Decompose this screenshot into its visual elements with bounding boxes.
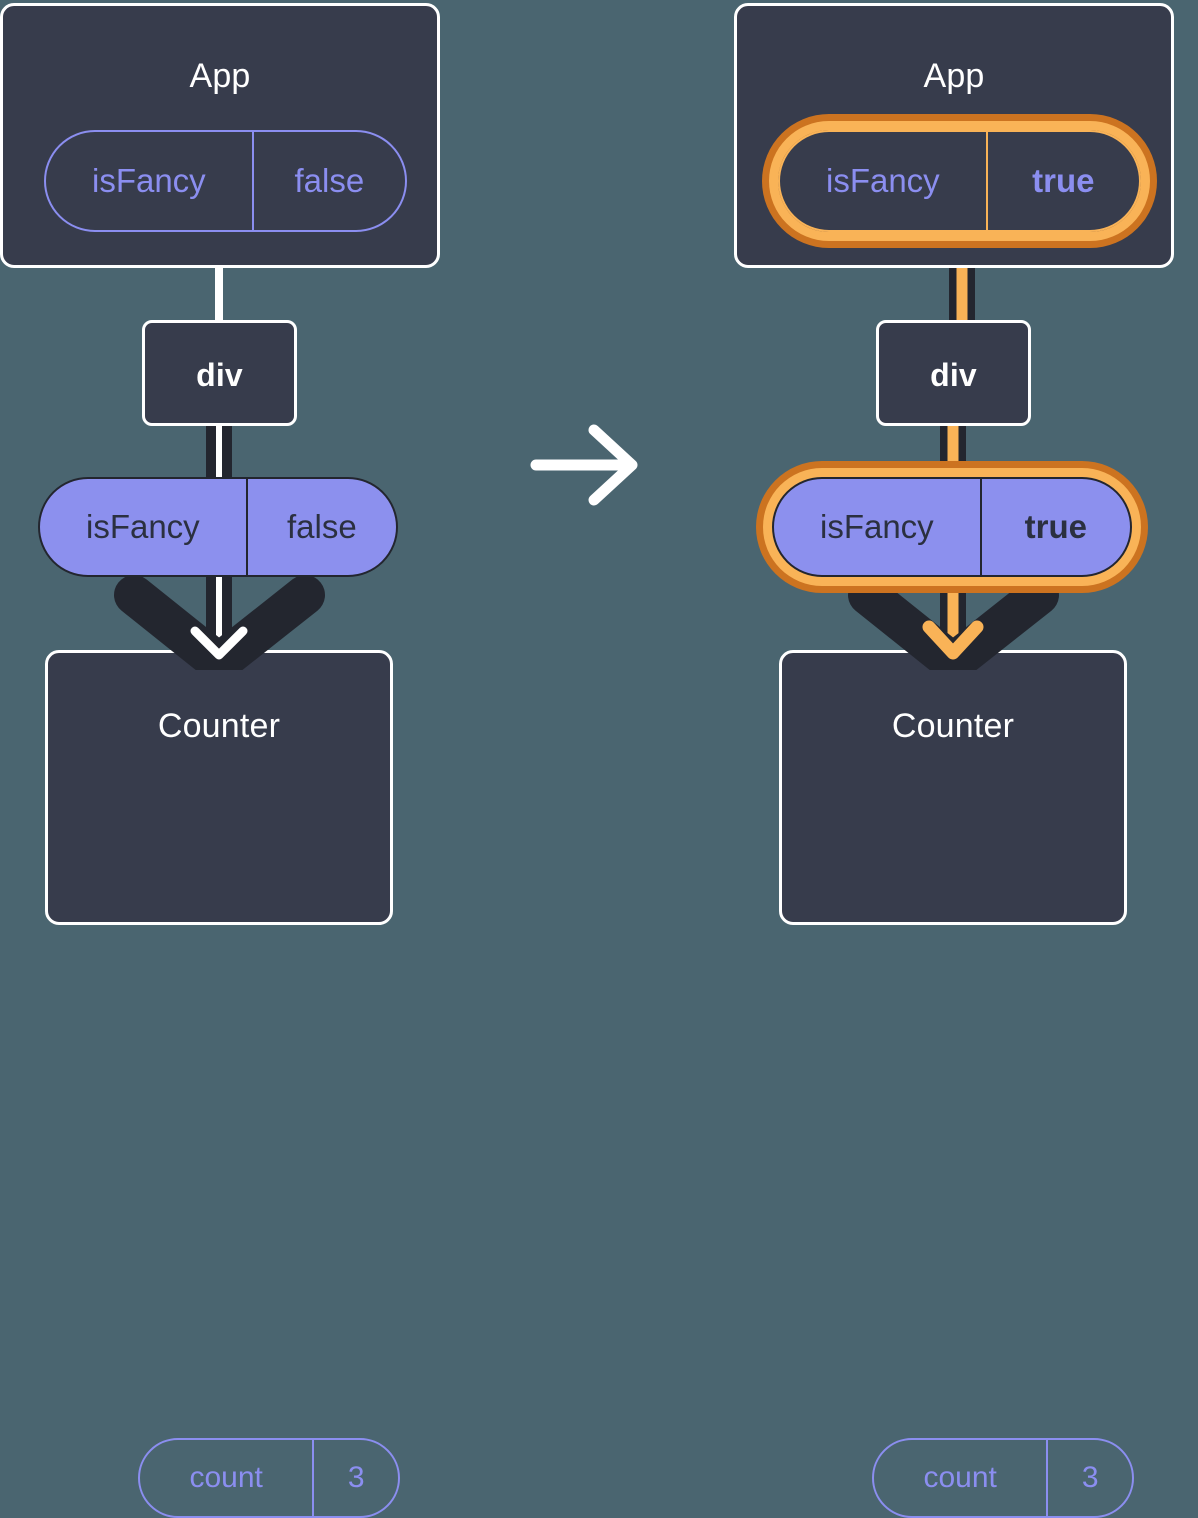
- diagram-canvas: App isFancy false div isFancy false Coun…: [0, 0, 1198, 921]
- counter-state-key: count: [923, 1461, 997, 1494]
- component-box-counter[interactable]: Counter count 3: [779, 650, 1134, 1518]
- props-value: true: [979, 479, 1130, 575]
- div-title: div: [196, 357, 243, 393]
- counter-state-key: count: [189, 1461, 263, 1494]
- arrow-props-to-counter: [114, 575, 325, 670]
- counter-state-pill[interactable]: count 3: [138, 1438, 400, 1518]
- app-state-key: isFancy: [825, 162, 940, 199]
- props-pill-highlighted[interactable]: isFancy true: [772, 477, 1132, 577]
- panel-before: App isFancy false div isFancy false Coun…: [0, 0, 462, 1518]
- counter-title: Counter: [157, 707, 281, 745]
- transition-arrow-icon: [530, 424, 638, 506]
- component-box-app[interactable]: App isFancy false: [0, 3, 440, 268]
- app-title: App: [189, 57, 251, 95]
- app-state-value: false: [251, 132, 405, 230]
- connector-app-to-div: [215, 262, 223, 324]
- counter-state-pill[interactable]: count 3: [872, 1438, 1134, 1518]
- arrow-props-to-counter-highlighted: [848, 575, 1059, 670]
- div-title: div: [930, 357, 977, 393]
- counter-title: Counter: [891, 707, 1015, 745]
- element-box-div[interactable]: div: [142, 320, 297, 426]
- connector-div-to-props: [206, 423, 232, 481]
- component-box-app[interactable]: App isFancy true: [734, 3, 1174, 268]
- connector-div-to-props-highlighted: [940, 423, 966, 481]
- props-value: false: [245, 479, 396, 575]
- props-key: isFancy: [85, 508, 200, 545]
- props-key: isFancy: [819, 508, 934, 545]
- element-box-div[interactable]: div: [876, 320, 1031, 426]
- app-state-pill-highlighted[interactable]: isFancy true: [778, 130, 1141, 232]
- connector-app-to-div-highlighted: [949, 262, 975, 324]
- counter-state-value: 3: [312, 1440, 398, 1516]
- counter-state-value: 3: [1046, 1440, 1132, 1516]
- app-state-value: true: [985, 132, 1139, 230]
- app-title: App: [923, 57, 985, 95]
- app-state-pill[interactable]: isFancy false: [44, 130, 407, 232]
- component-box-counter[interactable]: Counter count 3: [45, 650, 400, 1518]
- props-pill[interactable]: isFancy false: [38, 477, 398, 577]
- panel-after: App isFancy true div isFancy true Coun: [731, 0, 1196, 1518]
- app-state-key: isFancy: [91, 162, 206, 199]
